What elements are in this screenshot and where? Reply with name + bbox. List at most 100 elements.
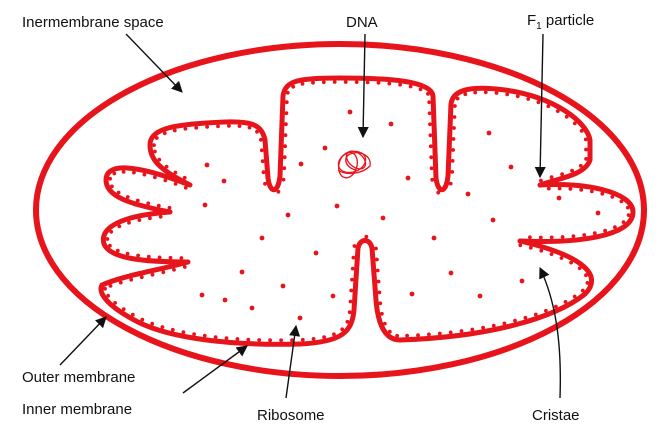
f1-particle-knob bbox=[247, 125, 252, 130]
ribosome-dot bbox=[313, 250, 319, 256]
ribosome-dot bbox=[519, 278, 525, 284]
label-f1-rest: particle bbox=[542, 12, 595, 29]
f1-particle-knob bbox=[121, 307, 126, 311]
ribosome-dot bbox=[465, 191, 471, 197]
f1-particle-knob bbox=[505, 92, 510, 97]
arrow-f1-particle bbox=[534, 33, 546, 179]
ribosome-dot bbox=[380, 215, 386, 221]
label-intermembrane-space: Inermembrane space bbox=[22, 14, 164, 31]
f1-particle-knob bbox=[284, 122, 288, 127]
f1-particle-knob bbox=[125, 251, 130, 256]
ribosome-dot bbox=[477, 293, 483, 299]
f1-particle-knob bbox=[437, 331, 442, 336]
f1-particle-knob bbox=[158, 214, 163, 219]
ribosome-dot bbox=[202, 202, 208, 208]
f1-particle-knob bbox=[579, 129, 584, 133]
f1-particle-knob bbox=[549, 235, 554, 240]
arrow-inner-membrane bbox=[182, 345, 248, 394]
f1-particle-knob bbox=[136, 253, 141, 258]
f1-particle-knob bbox=[378, 301, 383, 306]
label-inner-membrane: Inner membrane bbox=[22, 401, 132, 418]
f1-particle-knob bbox=[451, 137, 456, 141]
f1-particle-knob bbox=[436, 190, 441, 195]
f1-particle-knob bbox=[429, 155, 434, 160]
f1-particle-knob bbox=[387, 329, 392, 334]
f1-particle-knob bbox=[585, 281, 590, 285]
f1-particle-knob bbox=[279, 338, 283, 343]
ribosome-dot bbox=[508, 164, 514, 170]
f1-particle-knob bbox=[173, 170, 178, 175]
f1-particle-knob bbox=[130, 312, 135, 317]
ribosome-dot bbox=[132, 201, 138, 207]
f1-particle-knob bbox=[163, 178, 168, 183]
f1-particle-knob bbox=[451, 148, 455, 152]
f1-particle-knob bbox=[194, 125, 199, 130]
f1-particle-knob bbox=[179, 256, 184, 260]
f1-particle-knob bbox=[282, 166, 287, 171]
f1-particle-knob bbox=[398, 82, 402, 87]
f1-particle-knob bbox=[528, 235, 532, 240]
arrow-ribosome bbox=[285, 324, 301, 399]
ribosome-dot bbox=[239, 269, 245, 275]
f1-particle-knob bbox=[376, 80, 381, 85]
f1-particle-knob bbox=[584, 157, 588, 161]
ribosome-dot bbox=[330, 293, 336, 299]
f1-particle-knob bbox=[582, 233, 587, 237]
f1-particle-knob bbox=[625, 205, 630, 210]
ribosome-dot bbox=[259, 235, 265, 241]
f1-particle-knob bbox=[448, 181, 453, 186]
f1-particle-knob bbox=[263, 181, 267, 186]
f1-particle-knob bbox=[578, 163, 583, 168]
f1-particle-knob bbox=[172, 267, 176, 272]
f1-particle-knob bbox=[216, 124, 220, 129]
f1-particle-knob bbox=[255, 129, 259, 134]
ribosome-dot bbox=[298, 161, 304, 167]
ribosome-dot bbox=[490, 217, 496, 223]
ribosome-dot bbox=[221, 178, 227, 184]
f1-particle-knob bbox=[580, 288, 585, 293]
f1-particle-knob bbox=[282, 155, 287, 160]
f1-particle-knob bbox=[546, 186, 551, 191]
f1-particle-knob bbox=[140, 317, 145, 322]
ribosome-dot bbox=[199, 292, 205, 298]
f1-particle-knob bbox=[129, 277, 134, 282]
f1-particle-knob bbox=[112, 171, 117, 176]
f1-particle-knob bbox=[418, 87, 423, 92]
arrow-intermembrane bbox=[125, 33, 183, 93]
f1-particle-knob bbox=[116, 190, 121, 195]
f1-particle-knob bbox=[205, 125, 210, 129]
f1-particle-knob bbox=[156, 203, 161, 208]
f1-particle-knob bbox=[352, 244, 357, 248]
f1-particle-knob bbox=[173, 182, 178, 186]
f1-particle-knob bbox=[592, 231, 597, 236]
f1-particle-knob bbox=[108, 243, 112, 248]
f1-particle-knob bbox=[284, 100, 289, 105]
f1-particle-knob bbox=[427, 100, 432, 105]
f1-particle-knob bbox=[427, 111, 432, 116]
f1-particle-knob bbox=[117, 224, 122, 229]
f1-particle-knob bbox=[354, 80, 359, 84]
f1-particle-knob bbox=[146, 254, 151, 259]
f1-particle-knob bbox=[387, 81, 392, 86]
f1-particle-knob bbox=[470, 327, 475, 332]
f1-particle-knob bbox=[235, 337, 240, 341]
f1-particle-knob bbox=[340, 327, 345, 332]
f1-particle-knob bbox=[137, 218, 142, 223]
f1-particle-knob bbox=[118, 280, 123, 285]
f1-particle-knob bbox=[494, 91, 499, 95]
f1-particle-knob bbox=[108, 176, 112, 181]
f1-particle-knob bbox=[569, 260, 573, 265]
f1-particle-knob bbox=[285, 90, 290, 95]
f1-particle-knob bbox=[348, 299, 353, 304]
f1-particle-knob bbox=[146, 201, 151, 206]
ribosome-dot bbox=[322, 145, 328, 151]
f1-particle-knob bbox=[375, 257, 379, 262]
f1-particle-knob bbox=[603, 228, 607, 233]
f1-particle-knob bbox=[560, 172, 564, 177]
f1-particle-knob bbox=[526, 97, 531, 101]
f1-particle-knob bbox=[291, 84, 296, 89]
f1-particle-knob bbox=[157, 157, 162, 162]
f1-particle-knob bbox=[168, 255, 173, 260]
f1-particle-knob bbox=[132, 170, 136, 175]
ribosome-dot bbox=[409, 291, 415, 297]
